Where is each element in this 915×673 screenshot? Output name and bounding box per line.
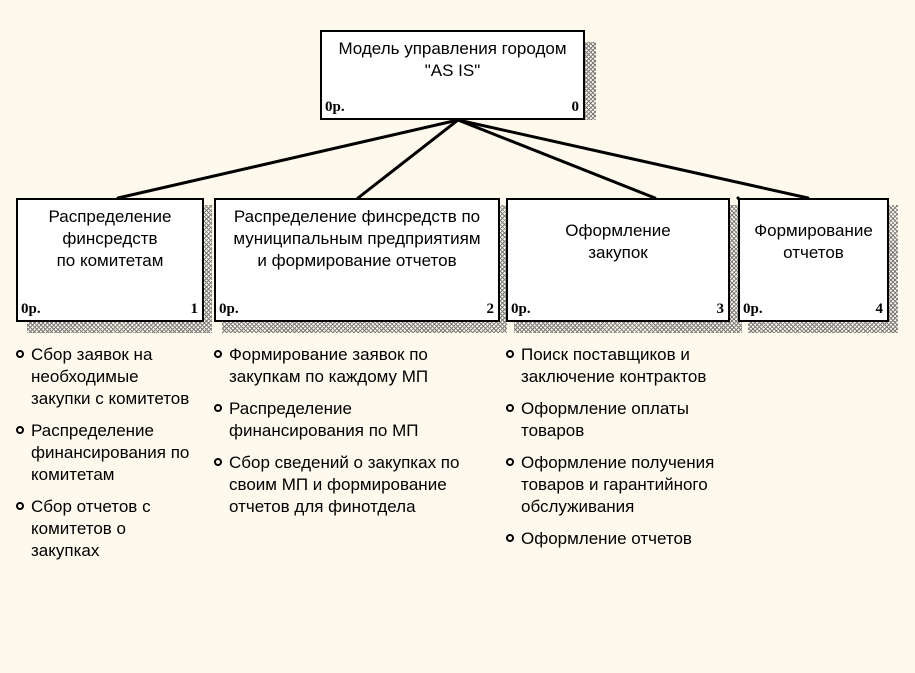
task-list-3-item: Оформление отчетов	[506, 528, 746, 550]
task-text: Сбор сведений о закупках по своим МП и ф…	[229, 453, 460, 516]
task-list-3-item: Оформление получения товаров и гарантийн…	[506, 452, 746, 518]
connector-line-2	[356, 118, 460, 200]
activity-box-3-number: 3	[716, 301, 725, 317]
task-text: Оформление отчетов	[521, 529, 692, 548]
root-activity-box[interactable]: Модель управления городом "AS IS" 0р. 0	[320, 30, 585, 120]
task-list-2-item: Сбор сведений о закупках по своим МП и ф…	[214, 452, 499, 518]
bullet-icon	[16, 426, 24, 434]
activity-box-4-number: 4	[875, 301, 884, 317]
activity-box-1-code: 0р.	[21, 301, 41, 317]
activity-box-4-title: Формирование отчетов	[754, 221, 873, 262]
task-list-3-item: Поиск поставщиков и заключение контракто…	[506, 344, 746, 388]
bullet-icon	[506, 458, 514, 466]
task-text: Сбор отчетов с комитетов о закупках	[31, 497, 151, 560]
task-text: Оформление оплаты товаров	[521, 399, 689, 440]
task-list-2-item: Распределение финансирования по МП	[214, 398, 499, 442]
bullet-icon	[506, 404, 514, 412]
bullet-icon	[214, 458, 222, 466]
connector-line-1	[116, 118, 460, 200]
task-text: Распределение финансирования по комитета…	[31, 421, 190, 484]
task-list-3-item: Оформление оплаты товаров	[506, 398, 746, 442]
task-list-2: Формирование заявок по закупкам по каждо…	[214, 344, 499, 528]
task-list-1-item: Сбор заявок на необходимые закупки с ком…	[16, 344, 211, 410]
task-list-1-item: Распределение финансирования по комитета…	[16, 420, 211, 486]
bullet-icon	[214, 404, 222, 412]
task-text: Распределение финансирования по МП	[229, 399, 419, 440]
task-list-3: Поиск поставщиков и заключение контракто…	[506, 344, 746, 560]
activity-box-1-title: Распределение финсредств по комитетам	[48, 207, 172, 270]
activity-box-1-number: 1	[190, 301, 199, 317]
connector-line-3	[456, 118, 657, 200]
activity-box-2-code: 0р.	[219, 301, 239, 317]
connector-line-4	[456, 118, 810, 200]
task-text: Поиск поставщиков и заключение контракто…	[521, 345, 707, 386]
root-activity-number: 0	[571, 99, 580, 115]
root-activity-code: 0р.	[325, 99, 345, 115]
bullet-icon	[16, 350, 24, 358]
activity-box-2[interactable]: Распределение финсредств по муниципальны…	[214, 198, 500, 322]
task-text: Оформление получения товаров и гарантийн…	[521, 453, 715, 516]
activity-box-2-title: Распределение финсредств по муниципальны…	[233, 207, 481, 270]
activity-box-4[interactable]: Формирование отчетов 0р. 4	[738, 198, 889, 322]
task-list-2-item: Формирование заявок по закупкам по каждо…	[214, 344, 499, 388]
activity-box-1[interactable]: Распределение финсредств по комитетам 0р…	[16, 198, 204, 322]
task-text: Сбор заявок на необходимые закупки с ком…	[31, 345, 190, 408]
bullet-icon	[506, 350, 514, 358]
activity-box-4-code: 0р.	[743, 301, 763, 317]
activity-box-2-number: 2	[486, 301, 495, 317]
bullet-icon	[16, 502, 24, 510]
bullet-icon	[506, 534, 514, 542]
activity-box-3-title: Оформление закупок	[565, 221, 671, 262]
task-list-1: Сбор заявок на необходимые закупки с ком…	[16, 344, 211, 572]
activity-box-3[interactable]: Оформление закупок 0р. 3	[506, 198, 730, 322]
bullet-icon	[214, 350, 222, 358]
task-text: Формирование заявок по закупкам по каждо…	[229, 345, 429, 386]
root-activity-title: Модель управления городом "AS IS"	[338, 39, 567, 80]
activity-box-3-code: 0р.	[511, 301, 531, 317]
task-list-1-item: Сбор отчетов с комитетов о закупках	[16, 496, 211, 562]
